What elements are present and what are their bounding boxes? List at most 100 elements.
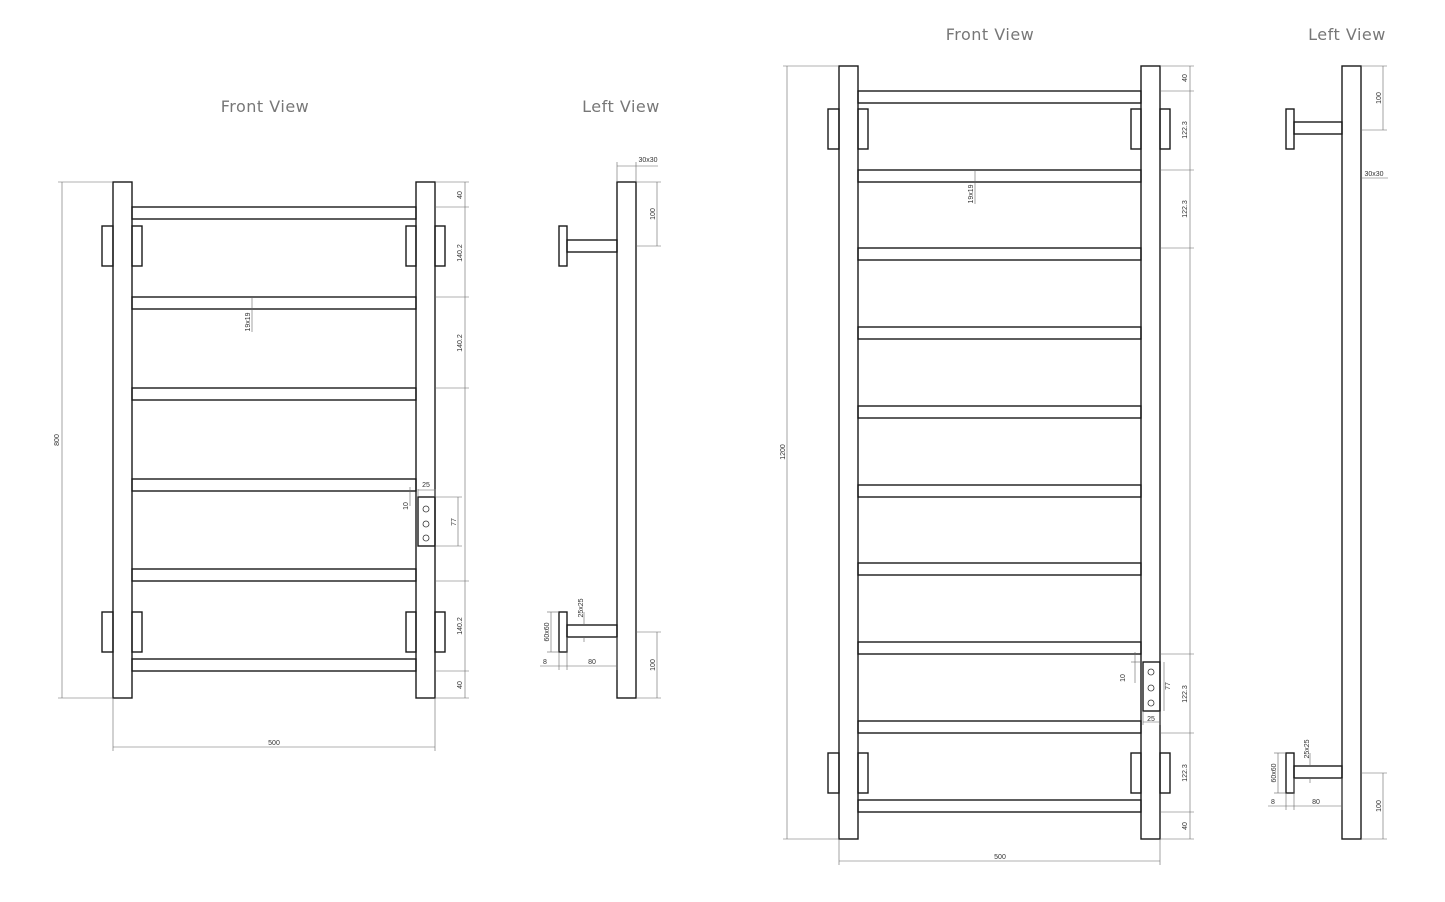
- rail-b-2: [857, 169, 1142, 183]
- dim-box-offset: 10: [403, 502, 410, 510]
- left-view-800: 30x30 100 25x25 60x60 8 80 100: [540, 157, 661, 699]
- dim-post-b: 30x30: [1364, 171, 1383, 178]
- dim-bracket: 25x25: [578, 598, 585, 617]
- side-wall-plate-top: [558, 225, 568, 267]
- dim-box-gap-b: 122.3: [1182, 685, 1189, 703]
- dim-standoff-b: 80: [1312, 799, 1320, 806]
- side-wall-plate-top-b: [1285, 108, 1295, 150]
- right-post-b: [1140, 65, 1161, 840]
- right-post: [415, 181, 436, 699]
- dim-side-top-b: 100: [1376, 92, 1383, 104]
- dim-side-top: 100: [650, 208, 657, 220]
- front-dims-800: 800 500 40 140.2 140.2 140.2 40 19x19: [54, 181, 469, 751]
- wall-bracket-br-b: [1159, 752, 1171, 794]
- wall-bracket-tl-inner: [131, 225, 143, 267]
- dim-box-width: 25: [422, 482, 430, 489]
- wall-bracket-tr-inner-b: [1130, 108, 1142, 150]
- dim-gap2: 140.2: [457, 334, 464, 352]
- rail-b-6: [857, 484, 1142, 498]
- rail-b-1: [857, 90, 1142, 104]
- dim-gap1: 140.2: [457, 244, 464, 262]
- wall-bracket-tl: [101, 225, 114, 267]
- dim-plate-b: 60x60: [1271, 763, 1278, 782]
- rail-5: [131, 568, 417, 582]
- wall-bracket-br: [434, 611, 446, 653]
- dim-height: 800: [54, 434, 61, 446]
- dim-bottom: 40: [457, 681, 464, 689]
- timer-button-icon: [1147, 684, 1155, 692]
- wall-bracket-bl-b: [827, 752, 840, 794]
- drawing-1200: Front View Left View: [780, 25, 1388, 865]
- rail-6: [131, 658, 417, 672]
- dim-height-b: 1200: [780, 444, 787, 460]
- dim-gap2-b: 122.3: [1182, 200, 1189, 218]
- wall-bracket-br-inner: [405, 611, 417, 653]
- mode-button-icon: [1147, 699, 1155, 707]
- rail-b-9: [857, 720, 1142, 734]
- front-view-1200: [827, 65, 1171, 840]
- side-post-b: [1341, 65, 1362, 840]
- left-view-title-b: Left View: [1308, 25, 1386, 44]
- dim-box-height-b: 77: [1165, 682, 1172, 690]
- wall-bracket-bl: [101, 611, 114, 653]
- dim-width: 500: [268, 740, 280, 747]
- dim-plate-thickness-b: 8: [1271, 799, 1275, 806]
- control-box-b: [1142, 661, 1161, 712]
- dim-side-bottom-b: 100: [1376, 800, 1383, 812]
- left-post-b: [838, 65, 859, 840]
- dim-post: 30x30: [638, 157, 657, 164]
- rail-3: [131, 387, 417, 401]
- dim-box-width-b: 25: [1147, 716, 1155, 723]
- left-view-title: Left View: [582, 97, 660, 116]
- left-post: [112, 181, 133, 699]
- side-wall-plate-bottom-b: [1285, 752, 1295, 794]
- rail-b-4: [857, 326, 1142, 340]
- wall-bracket-bl-inner-b: [857, 752, 869, 794]
- dim-box-offset-b: 10: [1120, 674, 1127, 682]
- rail-b-3: [857, 247, 1142, 261]
- front-view-title-b: Front View: [946, 25, 1035, 44]
- rail-b-5: [857, 405, 1142, 419]
- wall-bracket-tl-inner-b: [857, 108, 869, 150]
- control-box: [417, 496, 436, 547]
- rail-2: [131, 296, 417, 310]
- side-standoff-bottom: [566, 624, 618, 638]
- side-standoff-top-b: [1293, 121, 1343, 135]
- rail-4: [131, 478, 417, 492]
- side-standoff-bottom-b: [1293, 765, 1343, 779]
- wall-bracket-tr: [434, 225, 446, 267]
- dim-top-b: 40: [1182, 74, 1189, 82]
- power-button-icon: [422, 505, 430, 513]
- wall-bracket-br-inner-b: [1130, 752, 1142, 794]
- wall-bracket-bl-inner: [131, 611, 143, 653]
- side-post: [616, 181, 637, 699]
- dim-gap-low-b: 122.3: [1182, 764, 1189, 782]
- wall-bracket-tl-b: [827, 108, 840, 150]
- dim-plate-thickness: 8: [543, 659, 547, 666]
- dim-rail: 19x19: [245, 312, 252, 331]
- front-dims-1200: 1200 500 40 122.3 122.3 122.3 122.3 40 1…: [780, 65, 1194, 865]
- dim-bottom-b: 40: [1182, 822, 1189, 830]
- dim-bracket-b: 25x25: [1304, 739, 1311, 758]
- mode-button-icon: [422, 534, 430, 542]
- wall-bracket-tr-inner: [405, 225, 417, 267]
- left-view-1200: 100 30x30 25x25 60x60 8 80 100: [1268, 65, 1388, 840]
- side-wall-plate-bottom: [558, 611, 568, 653]
- dim-gap1-b: 122.3: [1182, 121, 1189, 139]
- rail-b-10: [857, 799, 1142, 813]
- dim-side-bottom: 100: [650, 659, 657, 671]
- wall-bracket-tr-b: [1159, 108, 1171, 150]
- front-view-title: Front View: [221, 97, 310, 116]
- rail-b-8: [857, 641, 1142, 655]
- side-standoff-top: [566, 239, 618, 253]
- dim-plate: 60x60: [544, 622, 551, 641]
- front-view-800: [101, 181, 446, 699]
- dim-gap-low: 140.2: [457, 617, 464, 635]
- dim-top: 40: [457, 191, 464, 199]
- timer-button-icon: [422, 520, 430, 528]
- power-button-icon: [1147, 668, 1155, 676]
- dim-rail-b: 19x19: [968, 184, 975, 203]
- drawing-800: Front View Left View: [54, 97, 661, 751]
- dim-box-height: 77: [451, 518, 458, 526]
- rail-b-7: [857, 562, 1142, 576]
